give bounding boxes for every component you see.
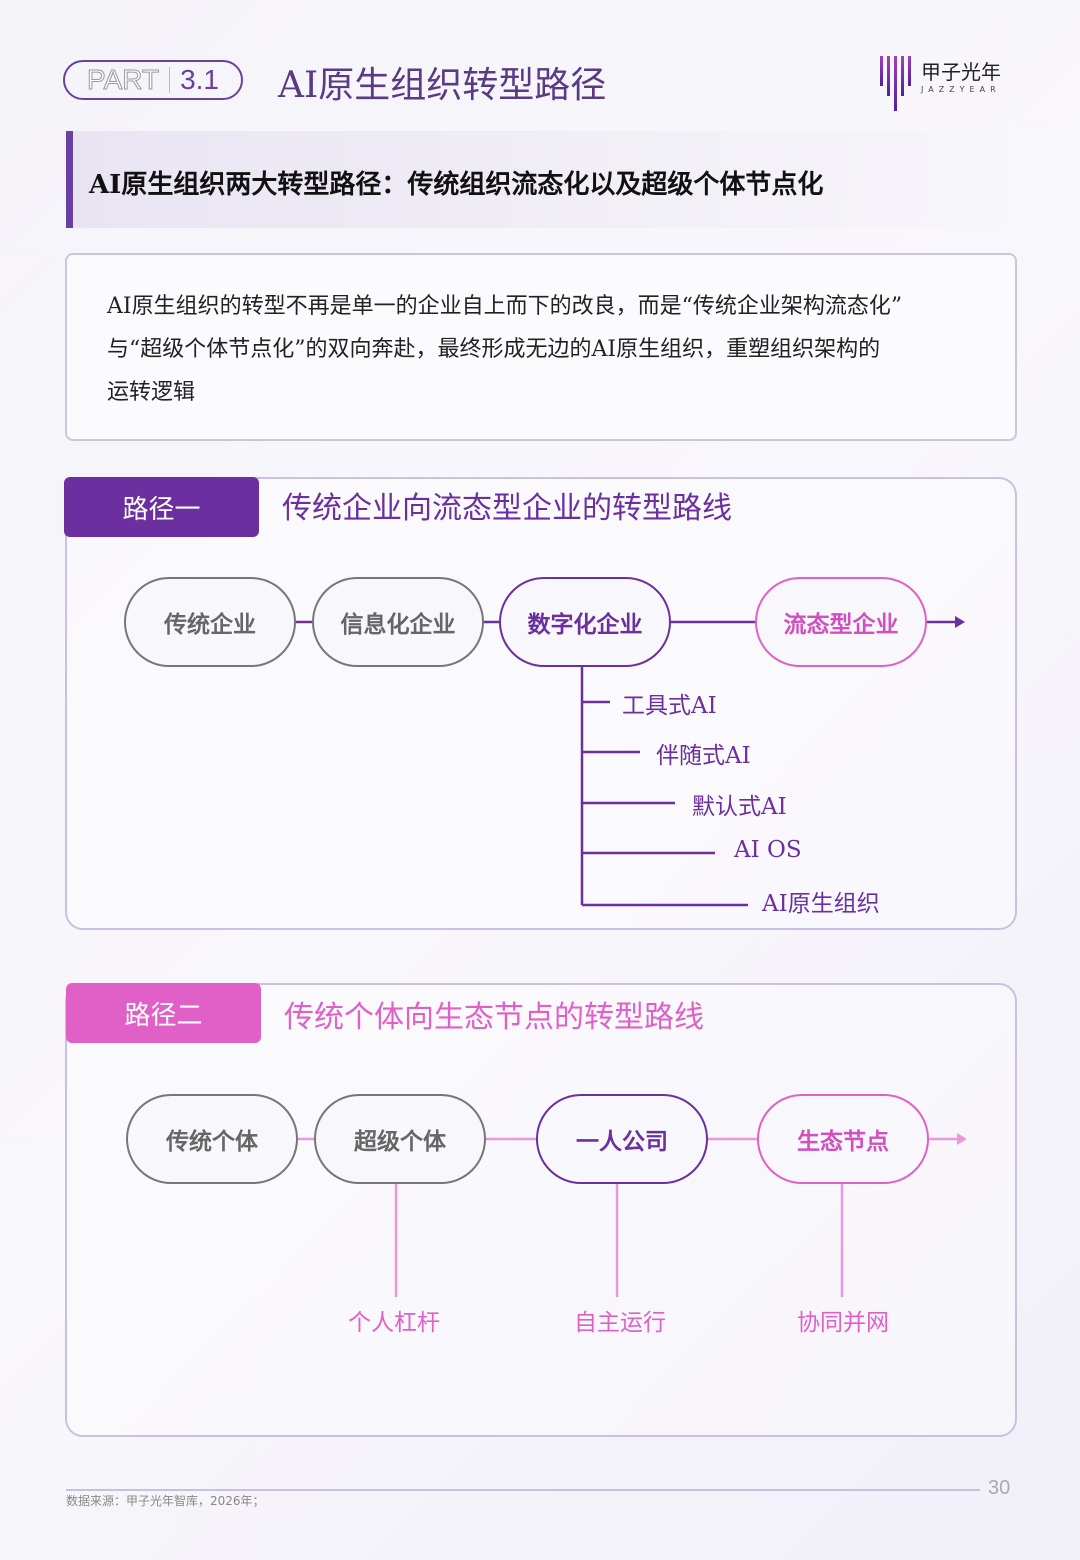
part-number: 3.1	[180, 64, 220, 95]
arrow-icon	[955, 616, 965, 628]
part-badge: PART 3.1	[63, 60, 243, 100]
node-ecosystem-node: 生态节点	[757, 1094, 929, 1184]
path1-panel	[65, 477, 1017, 930]
logo-en: JAZZYEAR	[921, 85, 1001, 94]
node-one-person-company: 一人公司	[536, 1094, 708, 1184]
arrow-icon	[957, 1133, 967, 1145]
path2-title: 传统个体向生态节点的转型路线	[284, 1000, 704, 1035]
path1-title: 传统企业向流态型企业的转型路线	[282, 491, 732, 526]
section-subheading: AI原生组织两大转型路径：传统组织流态化以及超级个体节点化	[66, 131, 1016, 228]
branch-label: 个人杠杆	[348, 1310, 440, 1336]
branch-label: 伴随式AI	[656, 743, 751, 769]
branch-label: AI原生组织	[762, 891, 880, 917]
logo-cn: 甲子光年	[921, 60, 1001, 84]
node-traditional-enterprise: 传统企业	[124, 577, 296, 667]
footer-divider	[66, 1489, 980, 1491]
node-traditional-individual: 传统个体	[126, 1094, 298, 1184]
branch-label: AI OS	[734, 837, 802, 863]
branch-label: 协同并网	[797, 1310, 889, 1336]
path2-tag: 路径二	[66, 983, 261, 1043]
data-source: 数据来源：甲子光年智库，2026年；	[66, 1494, 265, 1508]
intro-line: 与“超级个体节点化”的双向奔赴，最终形成无边的AI原生组织，重塑组织架构的	[107, 337, 881, 362]
path1-tag: 路径一	[64, 477, 259, 537]
node-fluid-enterprise: 流态型企业	[755, 577, 927, 667]
intro-line: 运转逻辑	[107, 380, 196, 405]
node-info-enterprise: 信息化企业	[312, 577, 484, 667]
intro-line: AI原生组织的转型不再是单一的企业自上而下的改良，而是“传统企业架构流态化”	[107, 294, 903, 319]
node-super-individual: 超级个体	[314, 1094, 486, 1184]
logo-bars-icon	[880, 56, 911, 111]
branch-label: 自主运行	[574, 1310, 666, 1336]
page-number: 30	[988, 1477, 1011, 1499]
branch-label: 工具式AI	[622, 693, 717, 719]
node-digital-enterprise: 数字化企业	[499, 577, 671, 667]
branch-label: 默认式AI	[692, 794, 787, 820]
page-title: AI原生组织转型路径	[278, 65, 607, 106]
intro-box: AI原生组织的转型不再是单一的企业自上而下的改良，而是“传统企业架构流态化” 与…	[65, 253, 1017, 441]
part-label: PART	[86, 64, 160, 96]
path2-panel	[65, 983, 1017, 1437]
